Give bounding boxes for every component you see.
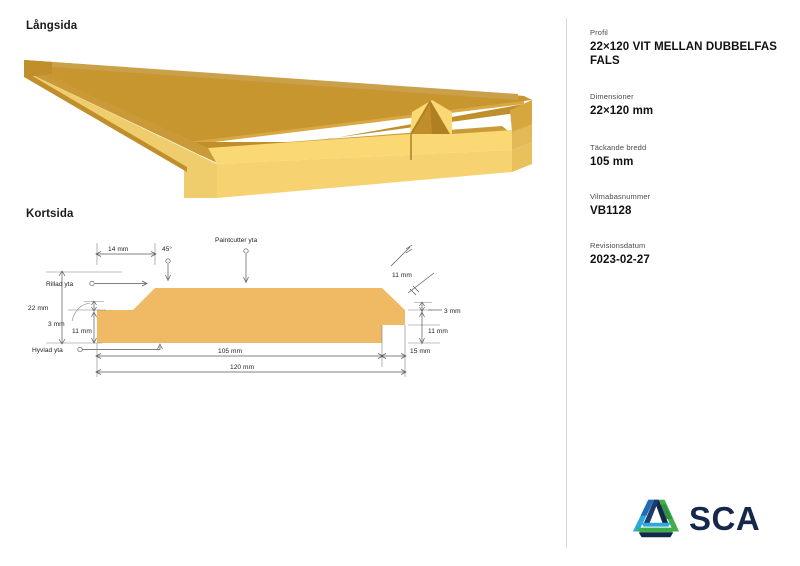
spec-vilmabasnummer-label: Vilmabasnummer (590, 192, 651, 201)
dim-120mm-label: 120 mm (230, 364, 255, 371)
spec-revisionsdatum-value: 2023-02-27 (590, 254, 650, 266)
dim-11mm-left-label: 11 mm (72, 328, 92, 335)
dim-14mm-label: 14 mm (108, 246, 129, 253)
spec-profil-value-line2: FALS (590, 55, 620, 67)
profile-cross-section (97, 288, 405, 343)
label-45-degrees: 45° (162, 245, 172, 253)
dim-11mm-right-label: 11 mm (428, 328, 448, 335)
perspective-view-illustration (24, 60, 532, 198)
spec-tackande-bredd: Täckande bredd 105 mm (590, 143, 795, 169)
dim-22mm-label: 22 mm (28, 305, 49, 312)
label-rillad-yta: Rillad yta (46, 281, 73, 288)
spec-profil-label: Profil (590, 28, 608, 37)
label-paintcutter-yta: Paintcutter yta (215, 237, 257, 244)
sca-logo: SCA (632, 490, 782, 546)
specification-panel: Profil 22×120 VIT MELLAN DUBBELFAS FALS … (590, 0, 800, 566)
sca-wordmark: SCA (689, 499, 761, 537)
sca-triangle-mark-icon (632, 499, 680, 538)
spec-dimensioner: Dimensioner 22×120 mm (590, 92, 795, 118)
spec-tackande-bredd-label: Täckande bredd (590, 143, 647, 152)
dim-11mm-chamfer-label: 11 mm (392, 272, 412, 279)
section-title-langsida: Långsida (26, 20, 78, 32)
dim-105mm-label: 105 mm (218, 348, 243, 355)
spec-revisionsdatum-label: Revisionsdatum (590, 241, 646, 250)
spec-profil: Profil 22×120 VIT MELLAN DUBBELFAS FALS (590, 28, 795, 68)
dim-3mm-right-label: 3 mm (444, 308, 461, 315)
drawing-area: Långsida (24, 20, 532, 377)
spec-tackande-bredd-value: 105 mm (590, 156, 634, 168)
spec-dimensioner-label: Dimensioner (590, 92, 634, 101)
dim-15mm-label: 15 mm (410, 348, 431, 355)
cross-section-illustration: 22 mm Rillad yta 3 mm 11 mm Hyvlad yta (28, 237, 461, 377)
label-hyvlad-yta: Hyvlad yta (32, 347, 63, 354)
spec-vilmabasnummer: Vilmabasnummer VB1128 (590, 192, 795, 218)
spec-vilmabasnummer-value: VB1128 (590, 205, 632, 217)
column-divider (566, 18, 567, 548)
dim-3mm-left-label: 3 mm (48, 321, 65, 328)
spec-profil-value-line1: 22×120 VIT MELLAN DUBBELFAS (590, 41, 778, 53)
spec-dimensioner-value: 22×120 mm (590, 105, 654, 117)
spec-revisionsdatum: Revisionsdatum 2023-02-27 (590, 241, 795, 267)
section-title-kortsida: Kortsida (26, 208, 74, 220)
